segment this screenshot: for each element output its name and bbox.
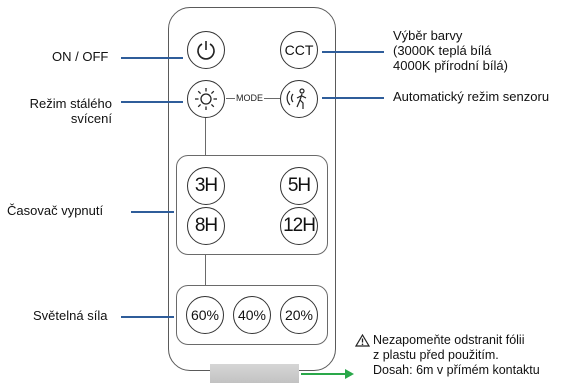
timer-5h-button[interactable]: 5H (280, 167, 318, 205)
warning-icon (355, 334, 370, 347)
color-choice-label-line2: (3000K teplá bílá (393, 43, 492, 58)
connector-line (205, 255, 207, 285)
mode-label: MODE (235, 93, 264, 103)
brightness-40-button[interactable]: 40% (233, 296, 271, 334)
battery-pull-tab[interactable] (210, 364, 299, 383)
arrow-right-icon (301, 373, 346, 375)
warning-label-line3: Dosah: 6m v přímém kontaktu (373, 363, 540, 377)
brightness-20-button[interactable]: 20% (280, 296, 318, 334)
sensor-mode-pointer (322, 97, 384, 99)
constant-light-label-line2: svícení (70, 111, 112, 126)
constant-light-label-line1: Režim stálého (29, 96, 112, 111)
timer-8h-button[interactable]: 8H (187, 207, 225, 245)
on-off-pointer (121, 57, 183, 59)
timer-3h-button[interactable]: 3H (187, 167, 225, 205)
sun-icon (195, 88, 217, 110)
warning-label-line2: z plastu před použitím. (373, 348, 499, 362)
timer-label: Časovač vypnutí (7, 203, 104, 218)
arrowhead (345, 369, 354, 379)
power-icon (197, 41, 215, 60)
sensor-mode-button[interactable] (280, 80, 318, 118)
color-choice-label: Výběr barvy (3000K teplá bílá 4000K přír… (393, 28, 508, 73)
constant-light-label: Režim stálého svícení (20, 96, 112, 126)
power-button[interactable] (187, 31, 225, 69)
sensor-mode-label: Automatický režim senzoru (393, 89, 550, 104)
motion-sensor-icon (286, 88, 307, 109)
color-choice-pointer (322, 51, 384, 53)
timer-12h-button[interactable]: 12H (280, 207, 318, 245)
color-choice-label-line3: 4000K přírodní bílá) (393, 58, 508, 73)
brightness-pointer (121, 316, 174, 318)
on-off-label: ON / OFF (52, 49, 109, 64)
constant-light-button[interactable] (187, 80, 225, 118)
warning-label: Nezapomeňte odstranit fólii z plastu pře… (373, 333, 540, 378)
connector-line (205, 115, 207, 155)
constant-light-pointer (121, 101, 183, 103)
cct-button[interactable]: CCT (280, 31, 318, 69)
brightness-label: Světelná síla (33, 308, 108, 323)
warning-label-line1: Nezapomeňte odstranit fólii (373, 333, 525, 347)
timer-pointer (131, 211, 174, 213)
color-choice-label-line1: Výběr barvy (393, 28, 463, 43)
brightness-60-button[interactable]: 60% (186, 296, 224, 334)
